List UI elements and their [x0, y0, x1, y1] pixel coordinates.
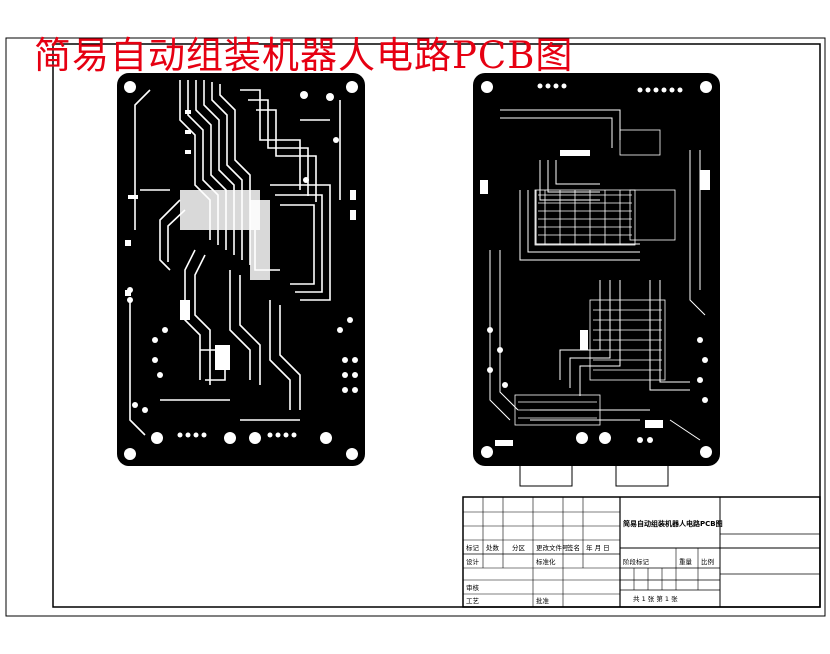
inner-frame — [52, 43, 821, 608]
tb-label-design: 设计 — [466, 558, 479, 566]
tb-label-weight: 重量 — [679, 558, 692, 566]
tb-label-scale: 比例 — [701, 558, 714, 566]
outer-frame — [5, 37, 826, 617]
tb-label-zone: 分区 — [512, 544, 525, 552]
tb-label-change-doc: 更改文件号 — [536, 544, 569, 552]
drawing-title: 简易自动组装机器人电路PCB图 — [34, 34, 574, 77]
tb-label-mark: 标记 — [466, 544, 479, 552]
tb-label-standard: 标准化 — [536, 558, 556, 566]
title-block — [462, 496, 821, 608]
tb-label-count: 处数 — [486, 544, 499, 552]
pcb-board-right — [473, 73, 720, 487]
tb-label-sign: 签名 — [567, 544, 580, 552]
tb-label-review: 审核 — [466, 584, 479, 592]
pcb-board-left — [117, 73, 365, 466]
tb-sheet-count: 共 1 张 第 1 张 — [633, 595, 678, 603]
tb-label-stage: 阶段标记 — [623, 558, 649, 566]
tb-label-craft: 工艺 — [466, 597, 479, 605]
title-block-name: 简易自动组装机器人电路PCB图 — [623, 520, 723, 528]
tb-label-date: 年 月 日 — [586, 544, 610, 552]
tb-label-approve: 批准 — [536, 597, 549, 605]
